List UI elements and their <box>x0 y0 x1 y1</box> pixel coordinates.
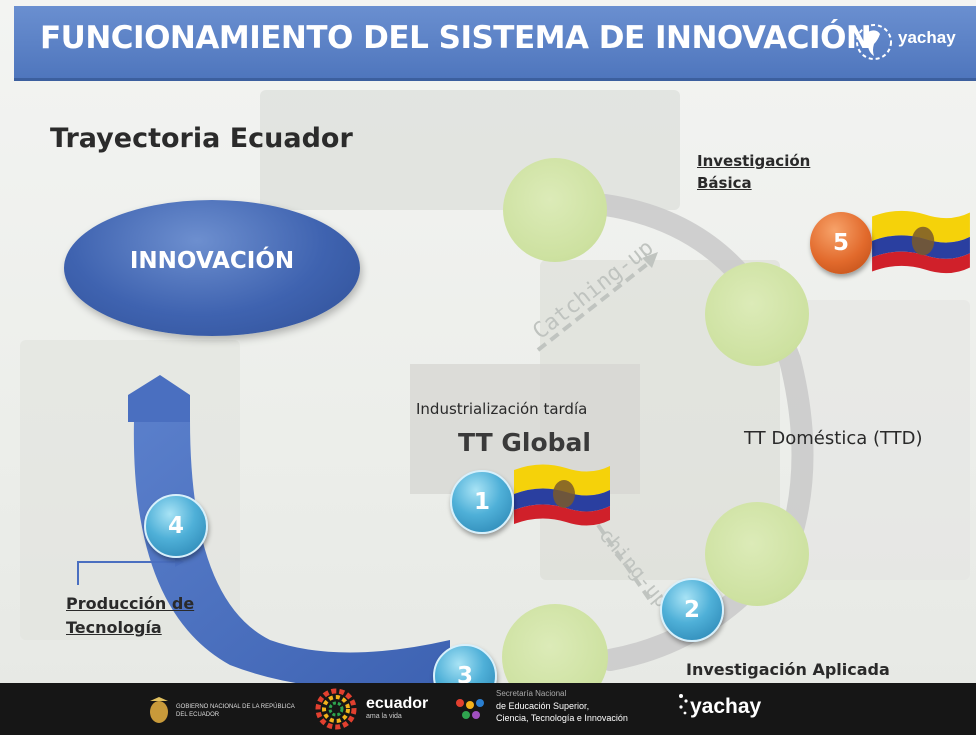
stage-circle-lower-right <box>705 502 809 606</box>
background-photo-block <box>800 300 970 580</box>
ecuador-flag-right <box>872 210 970 274</box>
footer-senescyt-line-3: Ciencia, Tecnología e Innovación <box>496 713 628 723</box>
domestic-tt-label: TT Doméstica (TTD) <box>744 428 923 449</box>
ecuador-brand-icon <box>315 688 357 730</box>
footer-bar: GOBIERNO NACIONAL DE LA REPÚBLICA DEL EC… <box>0 683 976 735</box>
applied-research-label: Investigación Aplicada <box>686 660 890 679</box>
catching-up-stripe <box>536 260 652 352</box>
basic-research-label: Investigación Básica <box>697 150 810 194</box>
footer-senescyt-line-1: Secretaría Nacional <box>496 689 567 698</box>
background-photo-block <box>260 90 680 210</box>
coat-of-arms-icon <box>150 697 168 723</box>
step-badge-1: 1 <box>450 470 514 534</box>
page-title: FUNCIONAMIENTO DEL SISTEMA DE INNOVACIÓN <box>40 20 872 56</box>
arrow-head <box>128 375 190 422</box>
ecuador-flag-center <box>514 464 610 526</box>
tt-global-label: TT Global <box>458 428 591 457</box>
section-title: Trayectoria Ecuador <box>50 123 353 154</box>
yachay-mark-icon <box>679 694 688 715</box>
production-line-1: Producción de <box>66 594 195 613</box>
stage-circle-basic <box>503 158 607 262</box>
step-badge-2: 2 <box>660 578 724 642</box>
footer-ecuador-text: ecuador <box>366 695 429 712</box>
pointer-line <box>77 561 175 585</box>
senescyt-icon <box>456 699 484 719</box>
footer-gov-text: GOBIERNO NACIONAL DE LA REPÚBLICA DEL EC… <box>176 704 295 718</box>
innovation-node: INNOVACIÓN <box>64 200 360 336</box>
stage-circle-upper-right <box>705 262 809 366</box>
step-badge-5: 5 <box>810 212 872 274</box>
basic-research-line-1: Investigación <box>697 152 811 170</box>
production-label: Producción de Tecnología <box>66 592 194 640</box>
production-line-2: Tecnología <box>66 618 162 637</box>
logo-text: yachay <box>898 28 956 47</box>
footer-ecuador-sub: ama la vida <box>366 713 402 720</box>
globe-icon <box>856 24 892 60</box>
step-badge-4: 4 <box>144 494 208 558</box>
header-bar: FUNCIONAMIENTO DEL SISTEMA DE INNOVACIÓN… <box>14 6 976 81</box>
blue-progression-arc <box>133 420 450 690</box>
yachay-logo: yachay <box>854 18 974 68</box>
footer-senescyt-line-2: de Educación Superior, <box>496 701 590 711</box>
late-industrialization-label: Industrialización tardía <box>416 400 588 418</box>
innovation-label: INNOVACIÓN <box>129 248 295 274</box>
footer-yachay-text: yachay <box>690 695 762 718</box>
basic-research-line-2: Básica <box>697 174 752 192</box>
